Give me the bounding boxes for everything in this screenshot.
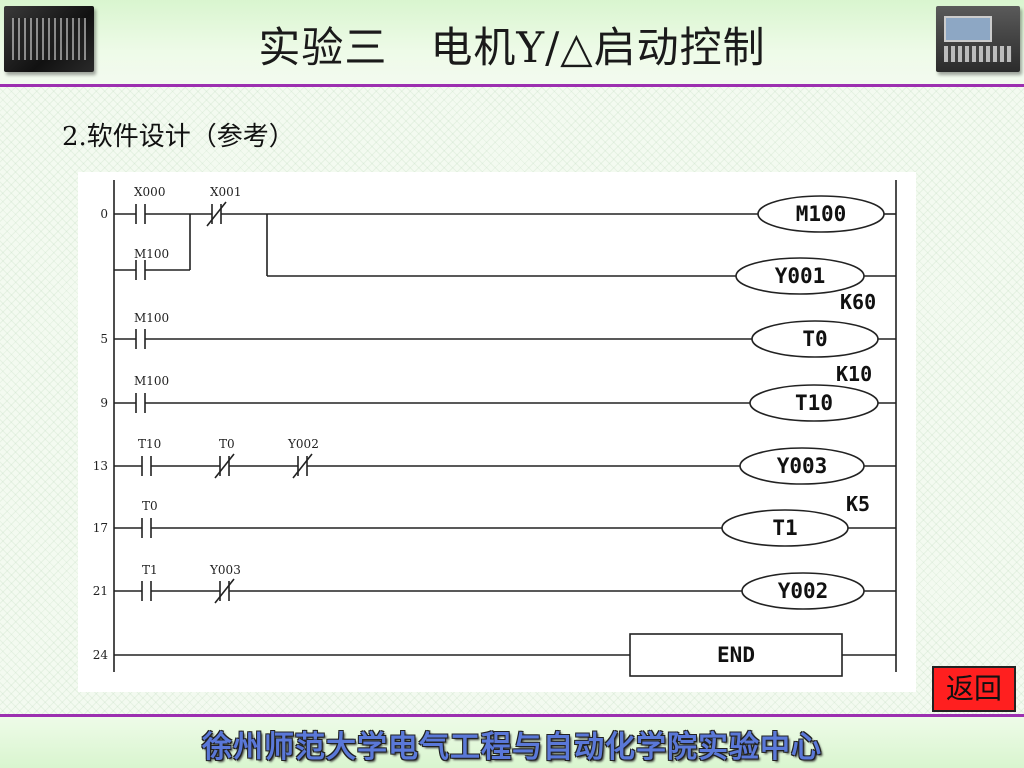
rung-number: 0: [100, 207, 108, 221]
rung-number: 9: [100, 396, 108, 410]
footer-institution-text: 徐州师范大学电气工程与自动化学院实验中心: [202, 730, 822, 765]
coil-label: Y001: [775, 264, 826, 288]
contact-label: M100: [134, 374, 169, 388]
end-instruction-box: [629, 633, 843, 677]
timer-preset: K60: [840, 290, 876, 314]
return-button[interactable]: 返回: [932, 666, 1016, 712]
coil-m100: [757, 195, 885, 233]
coil-label: M100: [796, 202, 847, 226]
ladder-diagram-panel: 0 5 9 13 17 21 24 X000 X001 M100 M100 M1…: [78, 172, 916, 692]
contact-label: Y003: [209, 563, 241, 577]
timer-preset: K10: [836, 362, 872, 386]
footer-divider: [0, 714, 1024, 717]
page-title: 实验三 电机Y/△启动控制: [258, 23, 766, 72]
rung-24: [114, 633, 896, 677]
rung-0: [114, 201, 896, 280]
contact-label: M100: [134, 247, 169, 261]
rung-21: [114, 578, 896, 604]
coil-label: T1: [772, 516, 797, 540]
coil-t1: [721, 509, 849, 547]
rung-number: 21: [93, 584, 108, 598]
plc-controller-image: [936, 6, 1020, 72]
rung-number: 5: [100, 332, 108, 346]
coil-y002: [741, 572, 865, 610]
coil-y001: [735, 257, 865, 295]
rung-17: [114, 518, 896, 538]
coil-label: Y002: [778, 579, 829, 603]
header-band: 实验三 电机Y/△启动控制: [0, 0, 1024, 87]
rung-number: 13: [93, 459, 108, 473]
contact-label: T0: [142, 499, 158, 513]
rung-9: [114, 393, 896, 413]
header-divider: [0, 84, 1024, 87]
plc-module-image: [4, 6, 94, 72]
contact-label: X001: [210, 185, 241, 199]
contact-label: M100: [134, 311, 169, 325]
coil-y003: [739, 447, 865, 485]
coil-label: T0: [802, 327, 827, 351]
contact-label: T1: [142, 563, 158, 577]
rung-13: [114, 453, 896, 479]
coil-t0: [751, 320, 879, 358]
coil-label: Y003: [777, 454, 828, 478]
coil-t10: [749, 384, 879, 422]
contact-label: T0: [219, 437, 235, 451]
end-label: END: [717, 643, 755, 667]
timer-preset: K5: [846, 492, 870, 516]
contact-label: T10: [138, 437, 161, 451]
rung-5: [114, 329, 896, 349]
contact-label: Y002: [287, 437, 319, 451]
coil-label: T10: [795, 391, 833, 415]
footer-band: [0, 717, 1024, 768]
section-subtitle: 2.软件设计（参考）: [62, 122, 295, 152]
rung-number: 17: [93, 521, 108, 535]
ladder-diagram: 0 5 9 13 17 21 24 X000 X001 M100 M100 M1…: [93, 180, 897, 677]
contact-label: X000: [134, 185, 165, 199]
rung-number: 24: [93, 648, 109, 662]
